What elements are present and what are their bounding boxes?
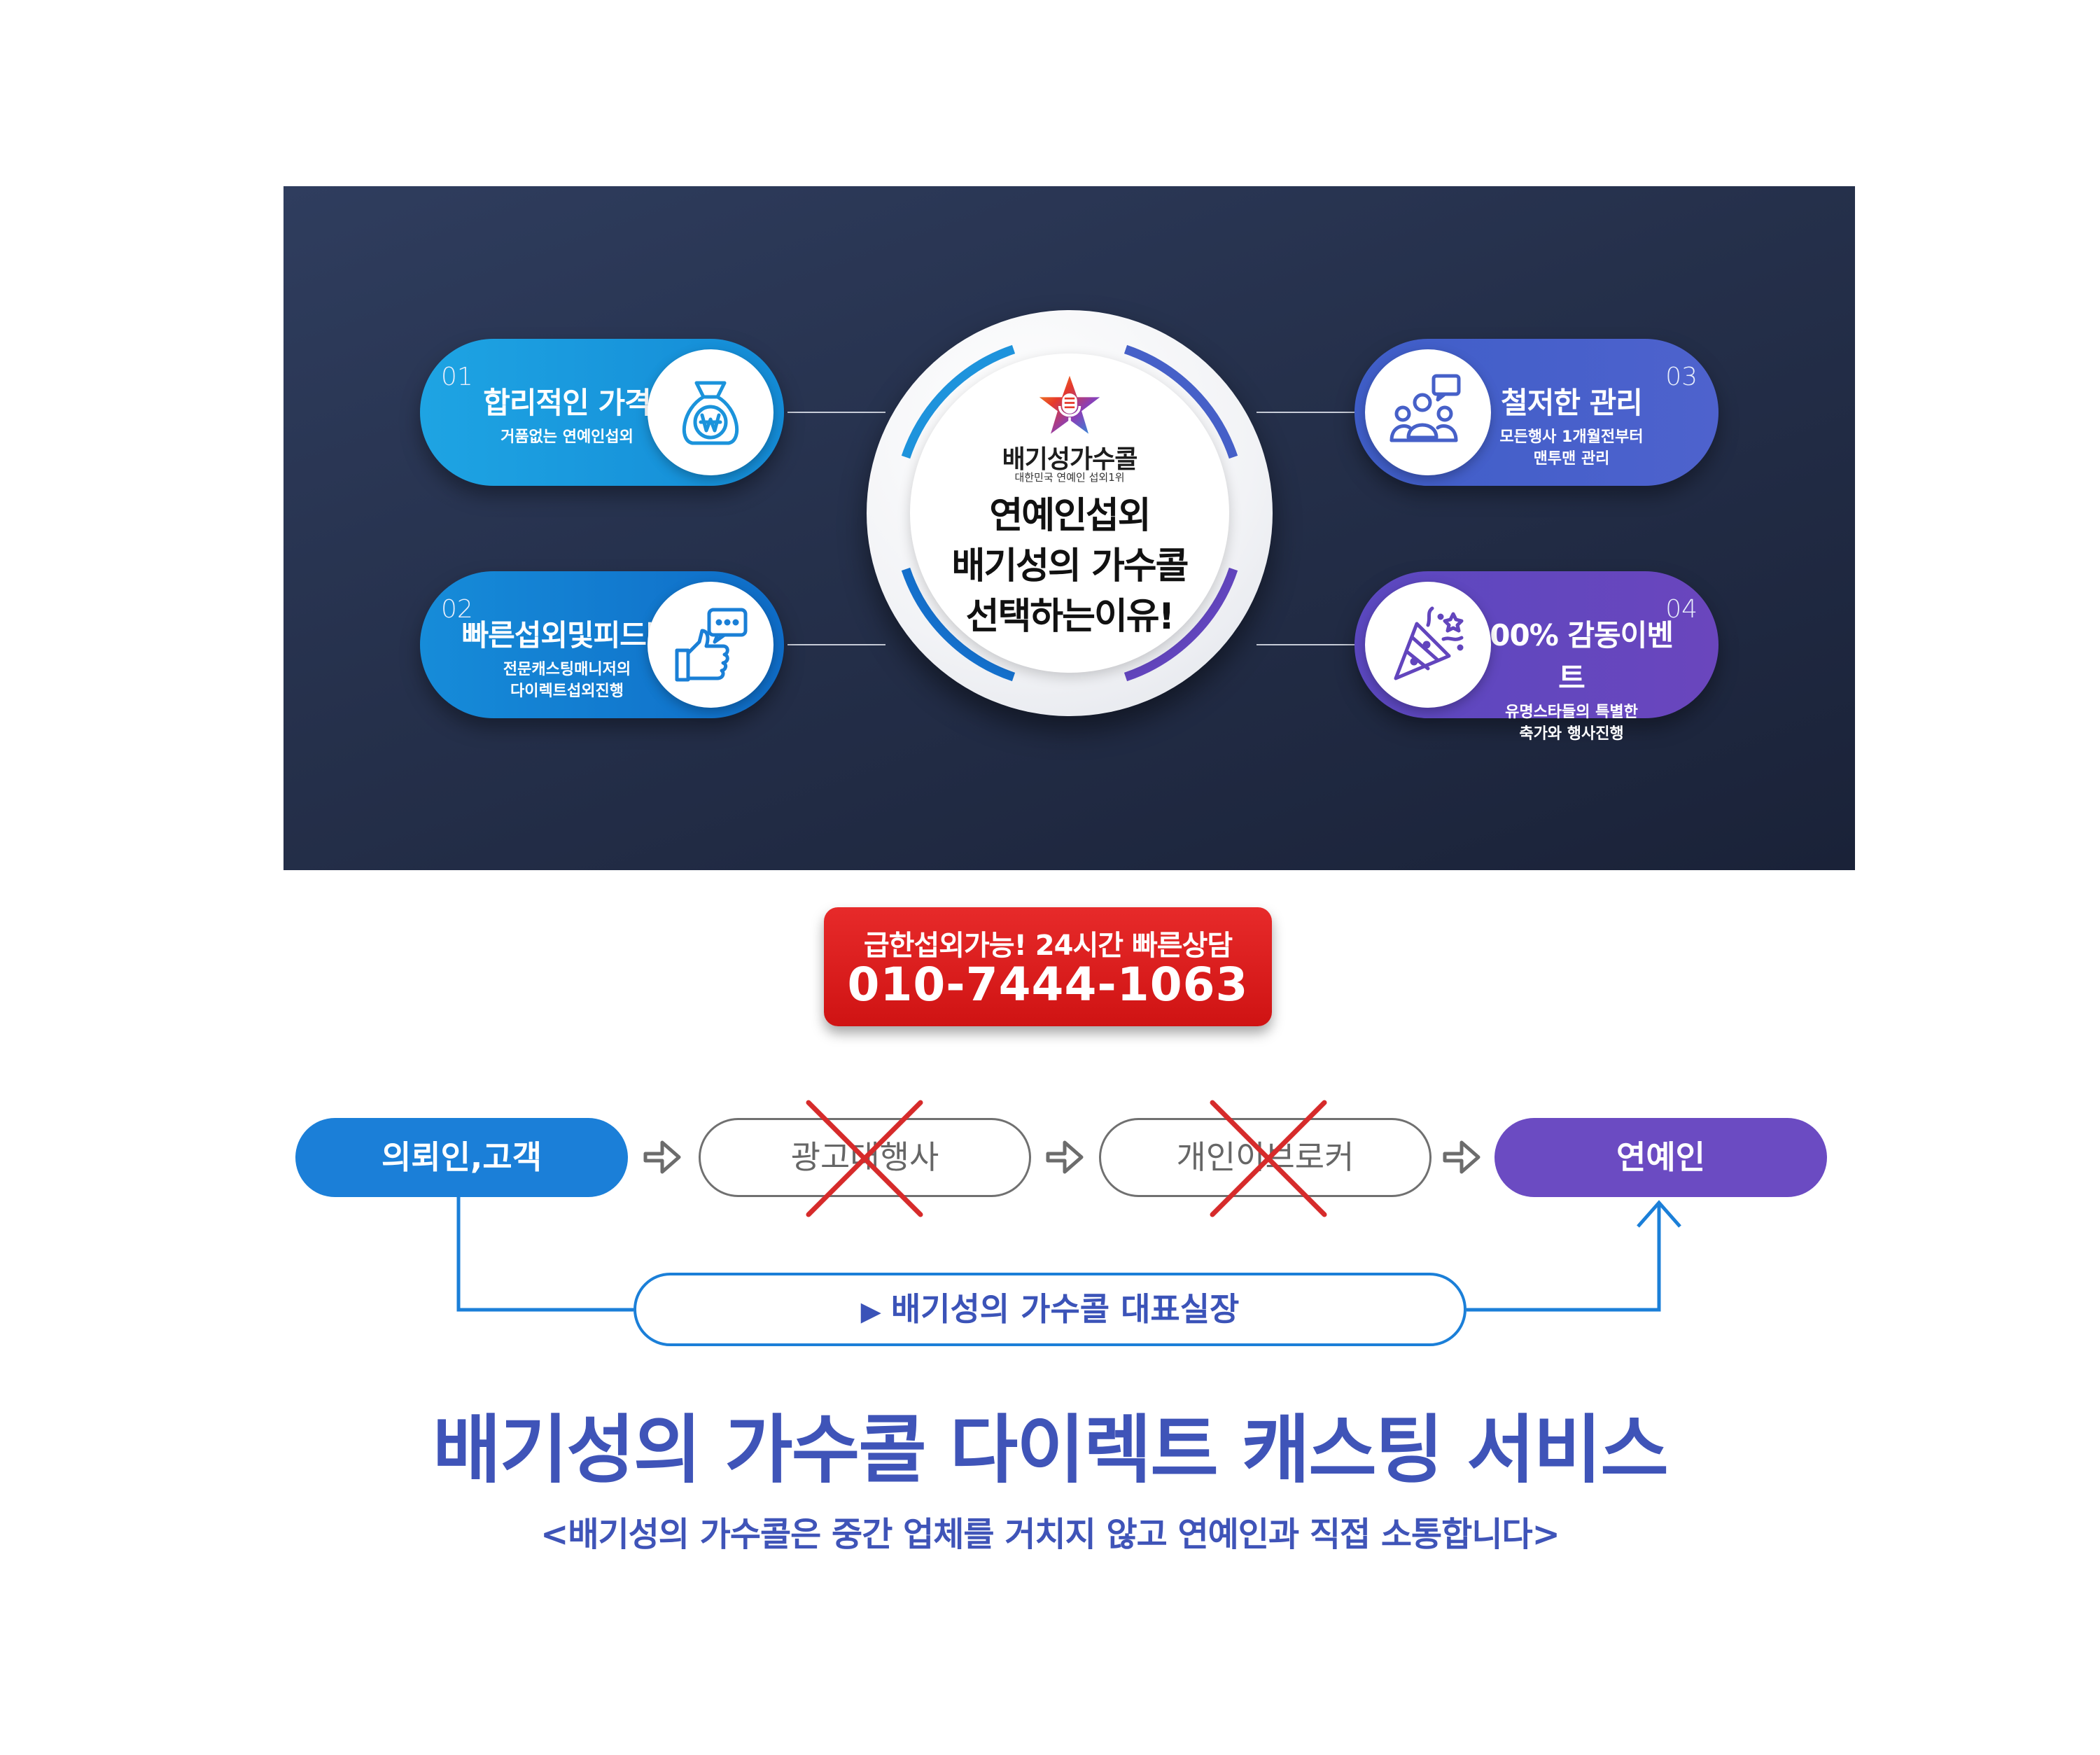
feature-number: 01 <box>441 363 473 391</box>
arrow-chevron-icon <box>1046 1140 1084 1174</box>
feature-card-management: 03 철저한 관리 모든행사 1개월전부터 맨투맨 관리 <box>1354 339 1718 486</box>
cross-out-icon <box>1210 1100 1327 1217</box>
money-bag-icon <box>648 349 774 475</box>
play-triangle-icon: ▶ <box>860 1296 881 1327</box>
service-description: <배기성의 가수콜은 중간 업체를 거치지 않고 연예인과 직접 소통합니다> <box>540 1515 1560 1554</box>
feature-desc-line1: 모든행사 1개월전부터 <box>1499 428 1644 446</box>
feature-desc-line2: 다이렉트섭외진행 <box>510 683 624 700</box>
connector-line-03 <box>1256 412 1362 413</box>
feature-title: 빠른섭외및피드백 <box>461 618 673 652</box>
feature-desc-line2: 축가와 행사진행 <box>1519 725 1624 743</box>
feature-card-price: 01 합리적인 가격 거품없는 연예인섭외 <box>420 339 784 486</box>
phone-number[interactable]: 010-7444-1063 <box>847 958 1249 1012</box>
arrow-chevron-icon <box>643 1140 681 1174</box>
feature-desc-line1: 유명스타들의 특별한 <box>1505 704 1638 721</box>
connector-line-04 <box>1256 644 1362 645</box>
brand-name: 배기성가수콜 <box>1002 445 1138 474</box>
feature-card-event: 04 100% 감동이벤트 유명스타들의 특별한 축가와 행사진행 <box>1354 571 1718 743</box>
feature-title: 100% 감동이벤트 <box>1470 618 1674 695</box>
headline-line1: 연예인섭외 <box>989 495 1151 537</box>
feature-number: 03 <box>1665 363 1698 391</box>
headline-line3: 선택하는이유! <box>965 596 1175 638</box>
people-chat-icon <box>1365 349 1491 475</box>
headline-line2: 배기성의 가수콜 <box>951 545 1189 587</box>
feature-desc-line1: 거품없는 연예인섭외 <box>500 428 634 446</box>
arrow-chevron-icon <box>1443 1140 1480 1174</box>
feature-title: 합리적인 가격 <box>483 386 651 420</box>
call-banner-label: 급한섭외가능! 24시간 빠른상담 <box>863 930 1233 962</box>
feature-card-fast-feedback: 02 빠른섭외및피드백 전문캐스팅매니저의 다이렉트섭외진행 <box>420 571 784 718</box>
feature-number: 04 <box>1665 595 1698 624</box>
feature-title: 철저한 관리 <box>1501 386 1643 420</box>
direct-route-label: 배기성의 가수콜 대표실장 <box>890 1290 1240 1328</box>
party-popper-icon <box>1365 582 1491 708</box>
cross-out-icon <box>806 1100 923 1217</box>
center-title-disc: 배기성가수콜 대한민국 연예인 섭외1위 연예인섭외 배기성의 가수콜 선택하는… <box>867 310 1273 716</box>
urgent-call-banner[interactable]: 급한섭외가능! 24시간 빠른상담 010-7444-1063 <box>824 907 1272 1026</box>
brand-tagline: 대한민국 연예인 섭외1위 <box>1014 471 1125 484</box>
flow-client-node: 의뢰인,고객 <box>295 1118 628 1197</box>
service-title: 배기성의 가수콜 다이렉트 캐스팅 서비스 <box>433 1407 1668 1493</box>
connector-line-01 <box>788 412 886 413</box>
thumbs-up-chat-icon <box>648 582 774 708</box>
feature-desc-line1: 전문캐스팅매니저의 <box>503 661 631 678</box>
star-microphone-logo-icon <box>1039 375 1100 434</box>
connector-line-02 <box>788 644 886 645</box>
flow-artist-node: 연예인 <box>1494 1118 1827 1197</box>
reasons-infographic-panel: 01 합리적인 가격 거품없는 연예인섭외 02 빠른섭외및피드백 전문캐스팅매… <box>284 186 1855 870</box>
center-headline: 연예인섭외 배기성의 가수콜 선택하는이유! <box>910 491 1229 642</box>
direct-manager-route: ▶ 배기성의 가수콜 대표실장 <box>634 1273 1466 1346</box>
feature-desc-line2: 맨투맨 관리 <box>1533 450 1610 468</box>
feature-number: 02 <box>441 595 473 624</box>
